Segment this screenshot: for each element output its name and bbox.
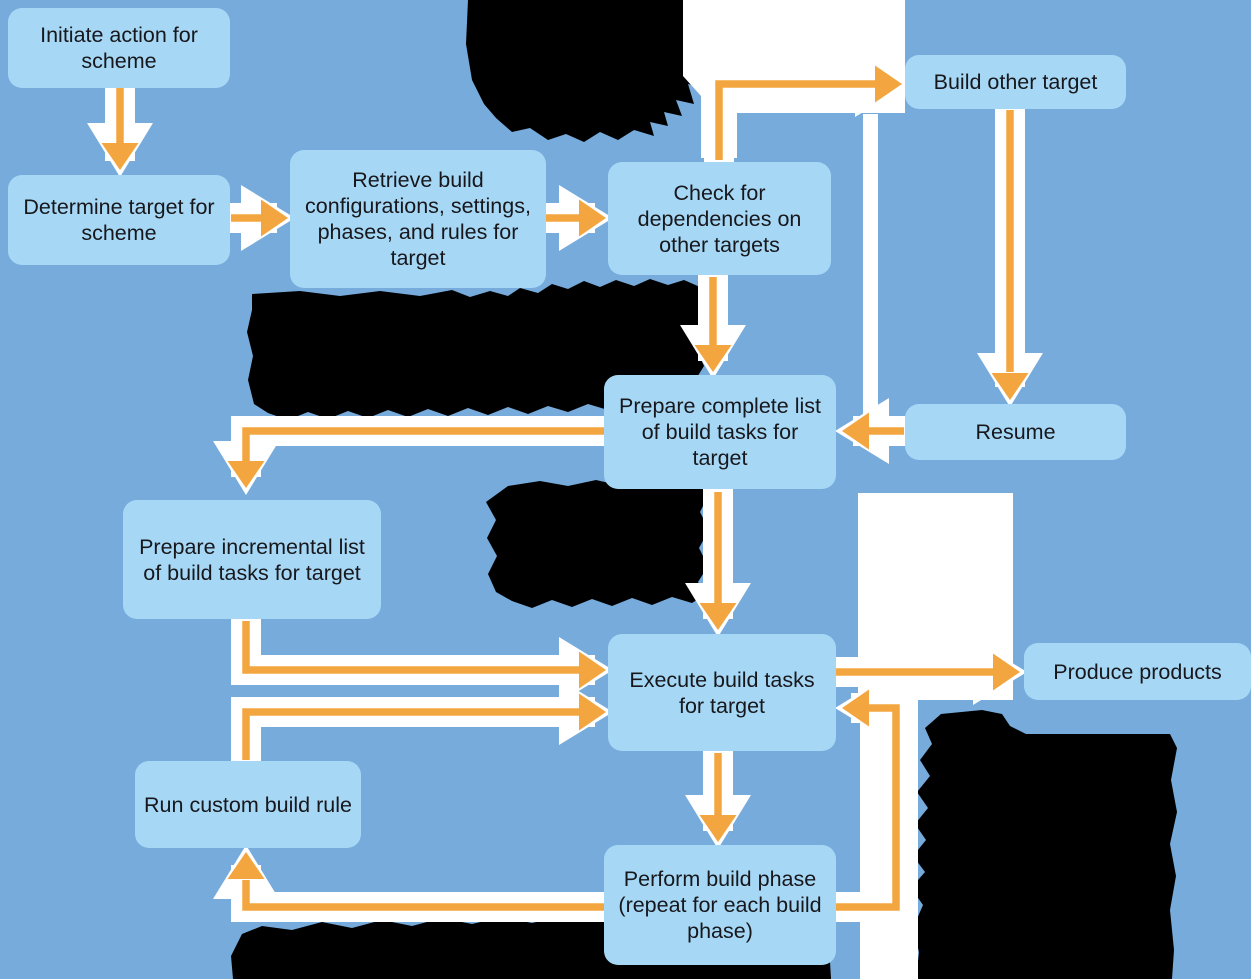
execute-to-perform-head	[699, 815, 737, 842]
custom-rule-to-execute	[242, 708, 580, 760]
node-perform-build-phase: Perform build phase (repeat for each bui…	[604, 845, 836, 965]
node-label: Prepare incremental list of build tasks …	[139, 534, 365, 585]
node-produce-products: Produce products	[1024, 643, 1251, 700]
node-label: Retrieve build configurations, settings,…	[305, 168, 531, 270]
custom-rule-to-execute-head	[579, 693, 606, 731]
initiate-to-determine-head	[101, 143, 139, 170]
check-to-prepare-complete-head	[694, 345, 732, 372]
node-label: Run custom build rule	[144, 792, 352, 817]
incremental-to-execute	[242, 621, 580, 674]
node-prepare-incremental: Prepare incremental list of build tasks …	[123, 500, 381, 619]
branch-to-incremental	[242, 427, 700, 462]
node-label: Produce products	[1053, 659, 1222, 684]
node-initiate-action: Initiate action for scheme	[8, 8, 230, 88]
node-prepare-complete: Prepare complete list of build tasks for…	[604, 375, 836, 489]
node-label: Resume	[975, 420, 1056, 444]
node-execute-build: Execute build tasks for target	[608, 634, 836, 751]
redacted-label-bottom-right	[911, 710, 1177, 979]
node-label: Check for dependencies on other targets	[637, 180, 802, 257]
white-line-vertical	[863, 114, 878, 426]
retrieve-to-check-head	[579, 199, 606, 237]
check-to-build-other-head	[875, 65, 902, 103]
redacted-label-mid-center	[486, 480, 709, 608]
node-label: Build other target	[933, 70, 1098, 94]
resume-to-prepare-complete-head	[842, 412, 869, 450]
incremental-to-execute-head	[579, 651, 606, 689]
branch-to-incremental-head	[227, 461, 265, 488]
node-label: Determine target for scheme	[23, 195, 215, 245]
perform-to-custom-rule-head	[227, 852, 265, 879]
node-resume: Resume	[905, 404, 1126, 460]
redacted-label-mid-left	[247, 279, 706, 420]
node-retrieve-build: Retrieve build configurations, settings,…	[290, 150, 546, 288]
build-other-to-resume-head	[991, 373, 1029, 400]
prepare-complete-to-execute-head	[699, 603, 737, 630]
redacted-label-top	[466, 0, 723, 142]
perform-to-execute-loop	[836, 704, 900, 911]
determine-to-retrieve-head	[261, 199, 288, 237]
execute-to-produce-head	[993, 653, 1020, 691]
perform-to-execute-loop-head	[842, 689, 869, 727]
node-check-dependencies: Check for dependencies on other targets	[608, 162, 831, 275]
node-label: Prepare complete list of build tasks for…	[619, 394, 821, 470]
node-build-other-target: Build other target	[905, 55, 1126, 109]
perform-to-custom-rule	[242, 880, 614, 911]
check-to-build-other	[715, 80, 876, 160]
node-label: Execute build tasks for target	[629, 667, 815, 718]
node-label: Perform build phase (repeat for each bui…	[618, 867, 822, 943]
node-label: Initiate action for scheme	[40, 23, 198, 73]
node-run-custom-rule: Run custom build rule	[135, 761, 361, 848]
node-determine-target: Determine target for scheme	[8, 175, 230, 265]
